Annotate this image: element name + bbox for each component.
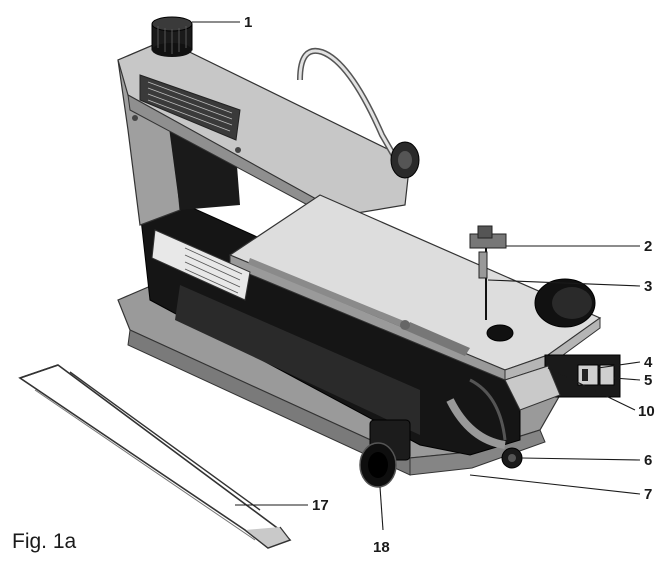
- callout-numbers: 1 2 3 4 5 10 6 7 17 18: [244, 14, 655, 556]
- saw-table: [228, 194, 602, 381]
- bevel-lock-knob: [446, 398, 523, 469]
- tension-knob: [151, 16, 193, 57]
- callout-3: 3: [644, 278, 652, 295]
- callout-4: 4: [644, 354, 653, 371]
- callout-5: 5: [644, 372, 652, 389]
- callout-6: 6: [644, 452, 652, 469]
- dust-port: [359, 419, 411, 488]
- leader-lines: [192, 21, 641, 531]
- blade-guard-wire: [18, 364, 292, 549]
- tilt-bracket: [504, 365, 561, 411]
- arm-gear: [390, 141, 420, 179]
- motor-cap: [534, 278, 596, 328]
- figure-caption: Fig. 1a: [12, 530, 77, 553]
- housing-sticker: [151, 229, 251, 301]
- upper-arm: [117, 39, 411, 226]
- blade-holder: [469, 225, 507, 320]
- callout-10: 10: [638, 403, 655, 420]
- callout-7: 7: [644, 486, 652, 503]
- callout-18: 18: [373, 539, 390, 556]
- callout-1: 1: [244, 14, 252, 31]
- callout-2: 2: [644, 238, 652, 255]
- callout-17: 17: [312, 497, 329, 514]
- switch-housing: [544, 354, 621, 398]
